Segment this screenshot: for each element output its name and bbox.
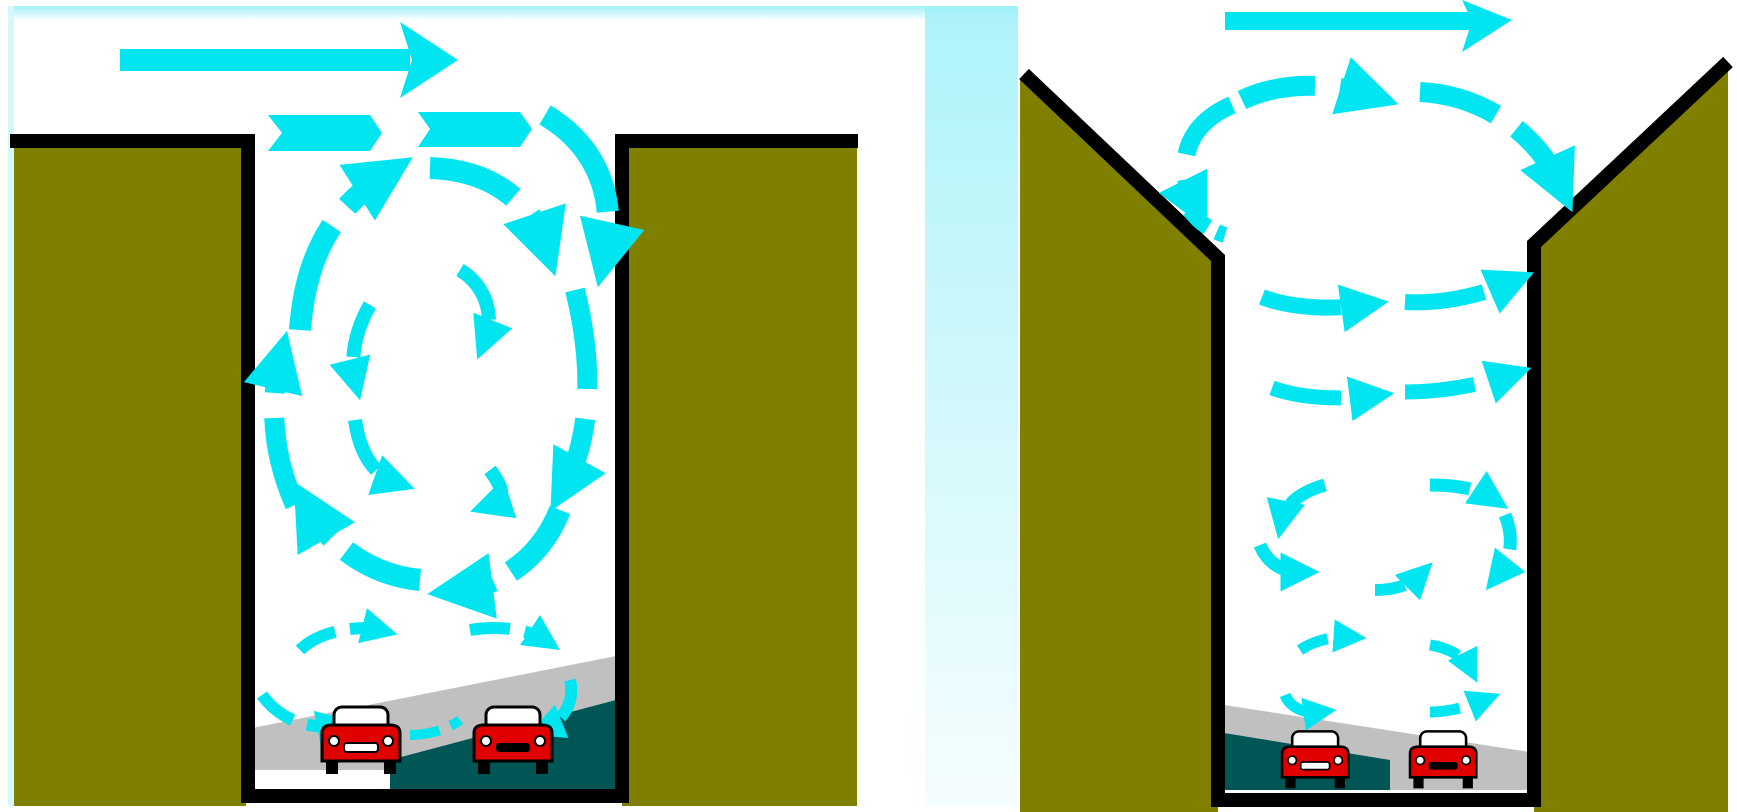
weak-vortices xyxy=(1185,86,1560,713)
panel-flat-roof-canyon xyxy=(8,6,1018,806)
prevailing-wind-arrow-right xyxy=(1225,0,1512,52)
frame-glow-right xyxy=(925,6,1018,806)
frame-glow-left xyxy=(8,6,14,806)
frame-glow-top xyxy=(8,6,1018,19)
left-building xyxy=(14,148,246,806)
right-building xyxy=(622,148,857,806)
panel-pitched-roof-canyon xyxy=(1020,0,1728,812)
